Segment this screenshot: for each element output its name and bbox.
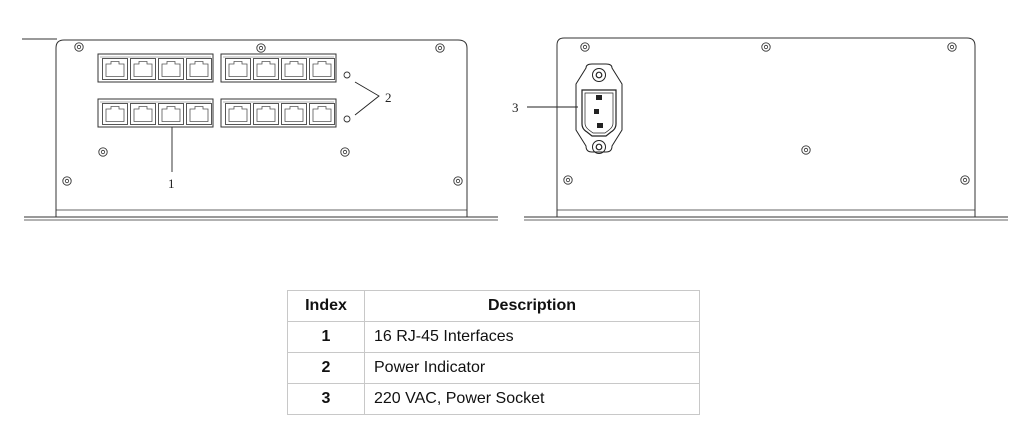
screw-icon xyxy=(453,176,463,186)
rear-panel-screws xyxy=(563,42,970,185)
screw-icon xyxy=(580,42,590,52)
screw-icon xyxy=(340,147,350,157)
row-index: 2 xyxy=(287,352,365,384)
screw-icon xyxy=(960,175,970,185)
rj45-port-icon xyxy=(309,103,335,125)
table-header-row: Index Description xyxy=(287,290,700,322)
rj45-port-icon xyxy=(281,58,307,80)
row-description: 220 VAC, Power Socket xyxy=(364,383,700,415)
power-socket-icon xyxy=(575,63,623,154)
index-column-header: Index xyxy=(287,290,365,322)
row-index: 1 xyxy=(287,321,365,353)
screw-icon xyxy=(563,175,573,185)
callout-label-2: 2 xyxy=(385,90,392,105)
rj45-port-icon xyxy=(130,103,156,125)
description-column-header: Description xyxy=(364,290,700,322)
row-description: 16 RJ-45 Interfaces xyxy=(364,321,700,353)
screw-icon xyxy=(947,42,957,52)
rj45-port-icon xyxy=(281,103,307,125)
rj45-port-block-bottom-right xyxy=(220,98,337,128)
table-row: 1 16 RJ-45 Interfaces xyxy=(287,321,700,353)
screw-icon xyxy=(98,147,108,157)
rj45-port-icon xyxy=(158,58,184,80)
device-panel-diagram: 1 2 3 xyxy=(22,37,1008,221)
table-row: 3 220 VAC, Power Socket xyxy=(287,383,700,415)
rj45-port-block-bottom-left xyxy=(97,98,214,128)
screw-icon xyxy=(62,176,72,186)
rj45-port-icon xyxy=(186,103,212,125)
row-description: Power Indicator xyxy=(364,352,700,384)
rj45-port-icon xyxy=(225,103,251,125)
rj45-port-icon xyxy=(186,58,212,80)
rj45-port-block-top-right xyxy=(220,53,337,83)
screw-icon xyxy=(801,145,811,155)
power-indicator-led-top xyxy=(343,71,351,79)
rj45-port-icon xyxy=(225,58,251,80)
rj45-port-icon xyxy=(102,103,128,125)
row-index: 3 xyxy=(287,383,365,415)
rear-panel xyxy=(524,37,1008,221)
rj45-port-icon xyxy=(102,58,128,80)
table-row: 2 Power Indicator xyxy=(287,352,700,384)
callout-label-3: 3 xyxy=(512,100,519,115)
rj45-port-icon xyxy=(130,58,156,80)
screw-icon xyxy=(761,42,771,52)
rj45-port-icon xyxy=(309,58,335,80)
rj45-port-icon xyxy=(253,103,279,125)
front-panel xyxy=(22,38,498,221)
screw-icon xyxy=(256,43,266,53)
power-indicator-led-bottom xyxy=(343,115,351,123)
screw-icon xyxy=(435,43,445,53)
leader-lines xyxy=(171,81,578,172)
specification-table: Index Description 1 16 RJ-45 Interfaces … xyxy=(287,290,700,415)
rj45-port-icon xyxy=(253,58,279,80)
callout-label-1: 1 xyxy=(168,176,175,191)
screw-icon xyxy=(74,42,84,52)
rj45-port-block-top-left xyxy=(97,53,214,83)
rj45-port-icon xyxy=(158,103,184,125)
